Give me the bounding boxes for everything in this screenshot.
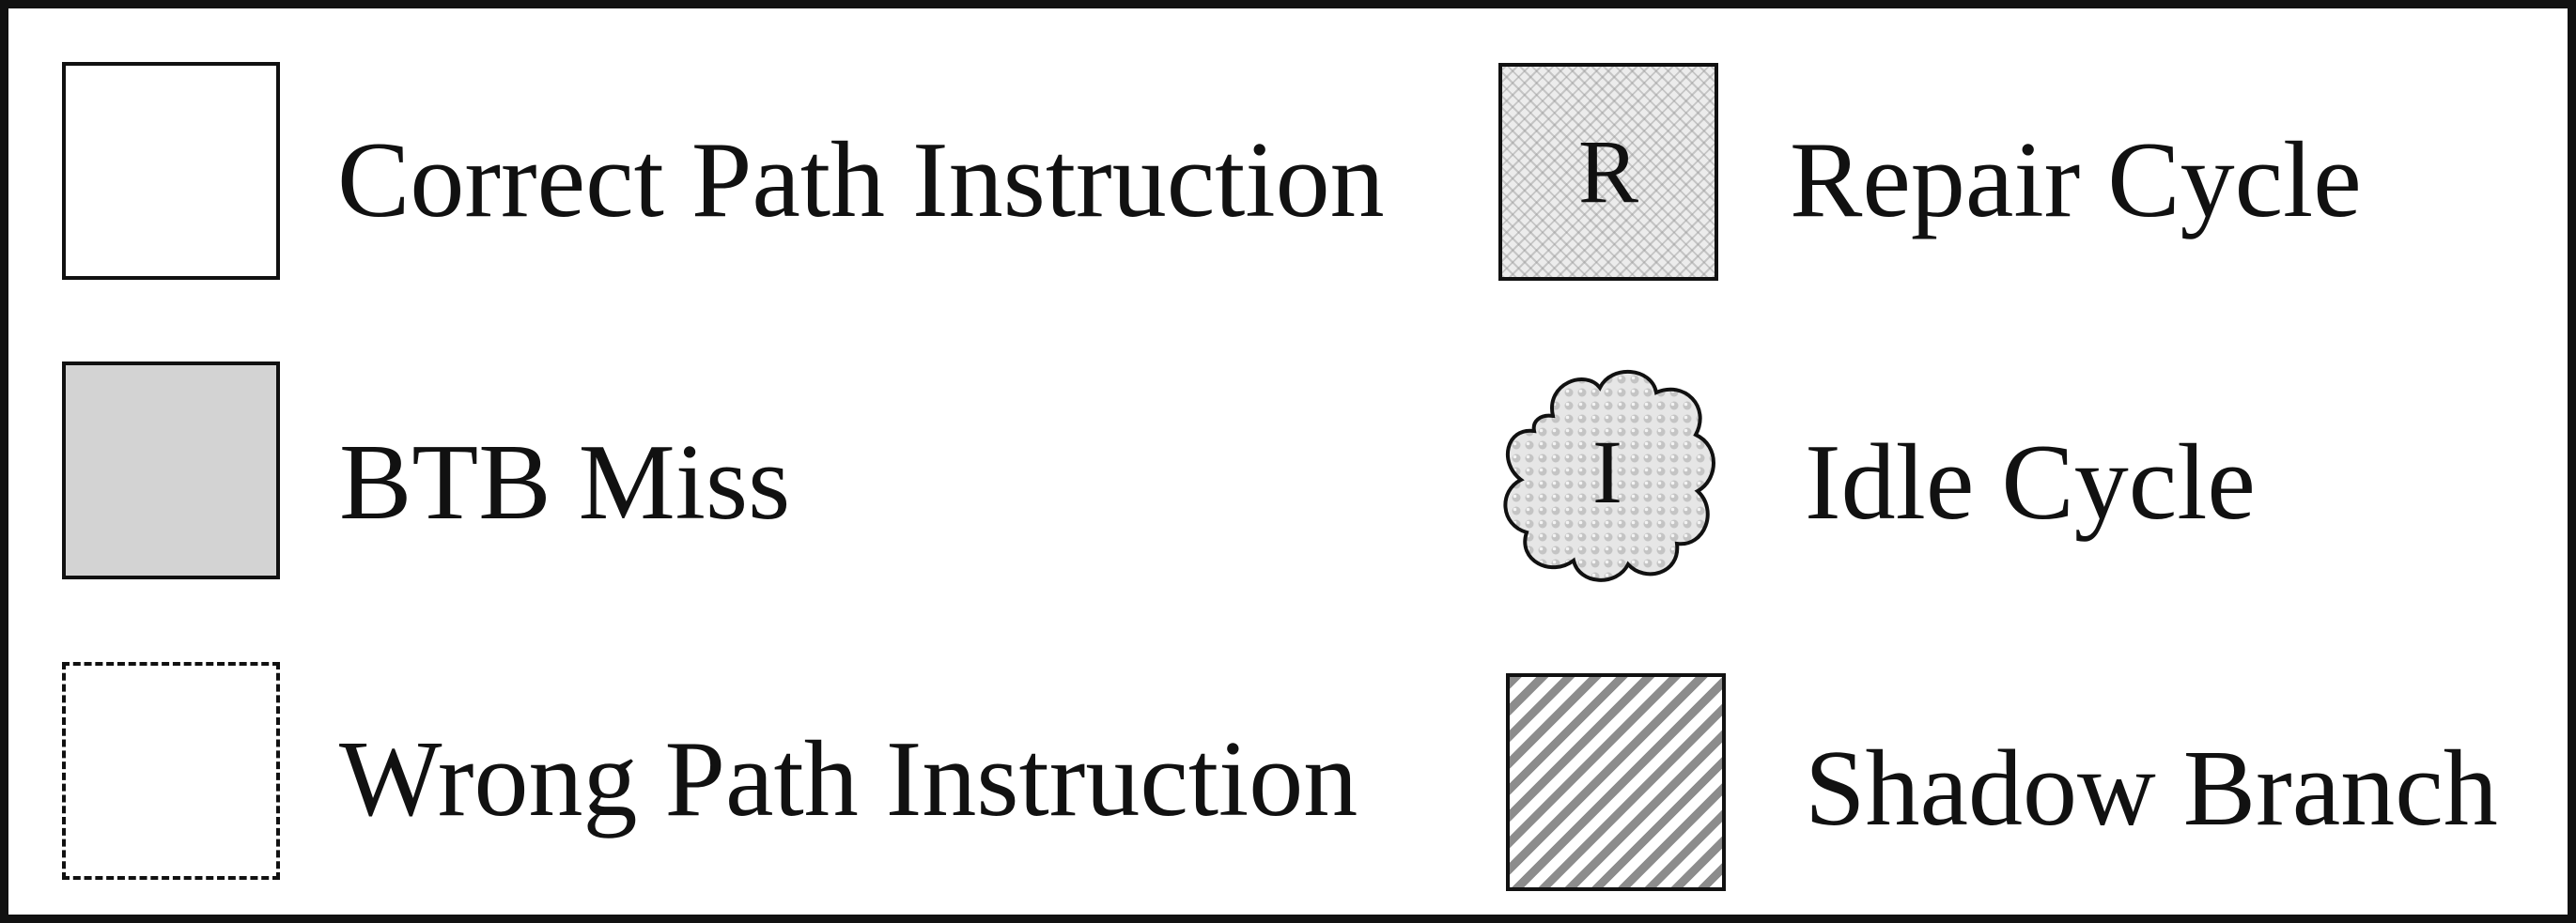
repair-cycle-swatch: R: [1498, 63, 1718, 281]
idle-cycle-label: Idle Cycle: [1805, 423, 2256, 543]
correct-path-label: Correct Path Instruction: [337, 120, 1385, 240]
idle-cycle-glyph: I: [1592, 422, 1622, 522]
btb-miss-label: BTB Miss: [339, 423, 791, 543]
btb-miss-swatch: [62, 362, 280, 579]
shadow-branch-label: Shadow Branch: [1805, 729, 2498, 849]
cloud-icon: [1503, 370, 1715, 582]
idle-cycle-swatch: I: [1497, 360, 1718, 585]
repair-cycle-glyph: R: [1577, 121, 1639, 222]
wrong-path-label: Wrong Path Instruction: [339, 719, 1358, 839]
shadow-branch-swatch: [1506, 673, 1726, 891]
wrong-path-swatch: [62, 662, 280, 880]
correct-path-swatch: [62, 62, 280, 280]
repair-cycle-label: Repair Cycle: [1790, 120, 2362, 240]
